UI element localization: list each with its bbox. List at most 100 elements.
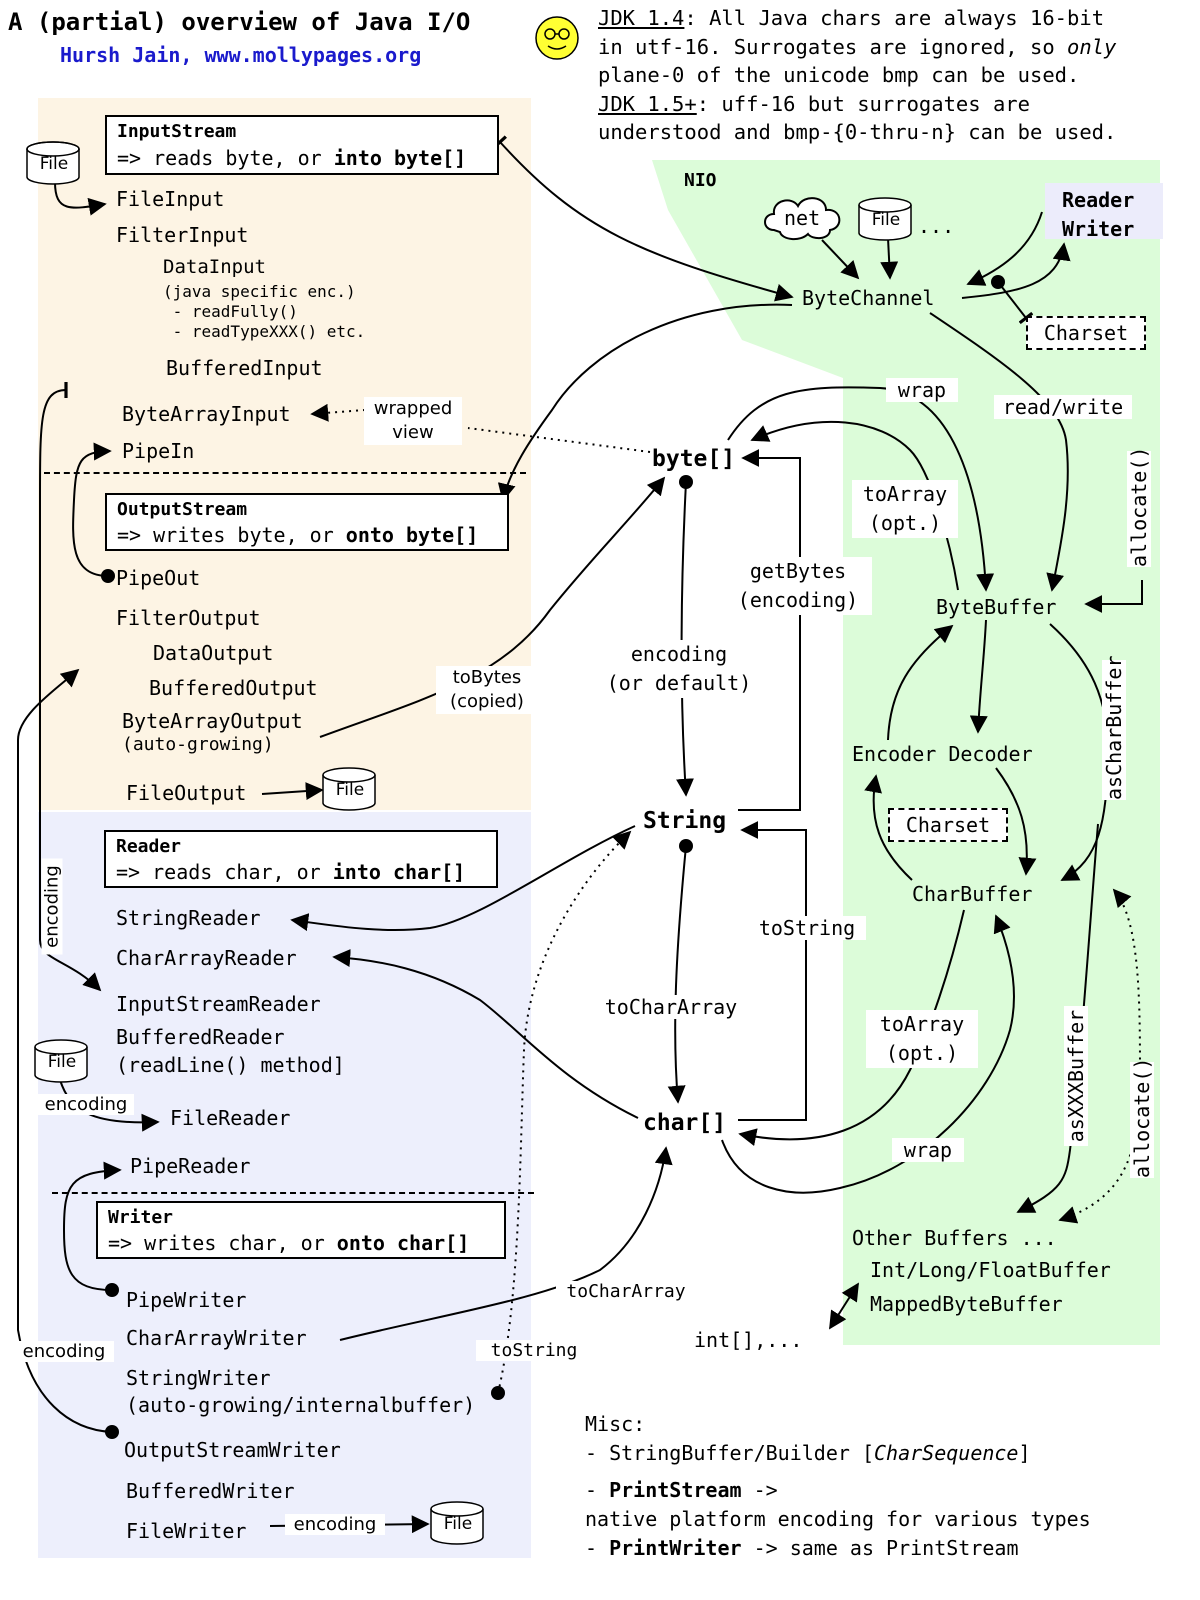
writer-title: Writer	[108, 1207, 174, 1228]
bufferedinput-label: BufferedInput	[166, 356, 323, 380]
fileoutput-label: FileOutput	[126, 781, 247, 805]
stringreader-label: StringReader	[116, 906, 261, 930]
bytechannel-node: ByteChannel	[802, 286, 935, 310]
filereader-label: FileReader	[170, 1106, 291, 1130]
string-node: String	[643, 808, 727, 834]
bytearrayoutput-note: (auto-growing)	[122, 734, 274, 755]
filewriter-encoding-label: encoding	[285, 1514, 385, 1535]
chararrayreader-label: CharArrayReader	[116, 946, 297, 970]
outputstreamwriter-encoding-label: encoding	[14, 1341, 114, 1362]
stringwriter-tostring-dotted	[491, 830, 632, 1400]
readwrite-label: read/write	[994, 395, 1132, 419]
tobytes-label: toBytes(copied)	[436, 666, 538, 714]
pipewriter-label: PipeWriter	[126, 1288, 247, 1312]
reader-desc: => reads char, or into char[]	[116, 860, 466, 884]
fileinput-label: FileInput	[116, 187, 225, 211]
pipein-label: PipeIn	[122, 439, 195, 463]
file-to-bytechannel-arrow	[880, 237, 899, 280]
page-title: A (partial) overview of Java I/O	[8, 8, 471, 36]
author-credit: Hursh Jain, www.mollypages.org	[60, 43, 422, 67]
char-tostring-arrow	[738, 821, 807, 1121]
mapped-byte-buffer-label: MappedByteBuffer	[870, 1292, 1063, 1316]
toarray-bottom-arrow	[738, 909, 965, 1146]
file-icon: File	[858, 196, 914, 242]
outputstream-title: OutputStream	[117, 499, 248, 520]
writer-desc: => writes char, or onto char[]	[108, 1231, 470, 1255]
dataoutput-label: DataOutput	[153, 641, 274, 665]
datainput-note: (java specific enc.) - readFully() - rea…	[163, 282, 366, 341]
decoder-to-charbuffer-arrow	[995, 767, 1037, 876]
pipereader-label: PipeReader	[130, 1154, 251, 1178]
net-cloud-icon	[764, 197, 841, 240]
net-to-bytechannel-arrow	[821, 239, 860, 280]
charbuffer-to-encoder-arrow	[864, 774, 913, 881]
misc-notes: Misc: - StringBuffer/Builder [CharSequen…	[585, 1412, 1091, 1560]
charset-link-line	[991, 275, 1034, 325]
nio-ellipsis: ...	[918, 214, 955, 238]
wrap-bottom-label: wrap	[892, 1138, 964, 1162]
char-array-node: char[]	[643, 1110, 727, 1136]
reader-writer-nio-bg	[1045, 183, 1163, 239]
toarray-bottom-label: toArray(opt.)	[866, 1010, 978, 1068]
int-array-link-arrow	[829, 1282, 859, 1330]
file-icon: File	[26, 140, 82, 186]
writer-box: Writer => writes char, or onto char[]	[96, 1201, 506, 1259]
bufferedoutput-label: BufferedOutput	[149, 676, 318, 700]
outputstream-box: OutputStream => writes byte, or onto byt…	[105, 493, 509, 551]
charset-mid-box: Charset	[888, 808, 1008, 842]
allocate-bottom-label: allocate()	[1130, 1057, 1154, 1178]
stream-separator	[44, 472, 526, 474]
bytebuffer-to-decoder-arrow	[969, 619, 988, 734]
bufferedreader-label: BufferedReader	[116, 1025, 285, 1049]
tostring-writer-label: toString	[476, 1340, 592, 1361]
other-buffers-node: Other Buffers ...	[852, 1226, 1057, 1250]
pipeout-label: PipeOut	[116, 566, 201, 590]
bytechannel-to-outputstream-arrow	[497, 303, 793, 502]
filteroutput-label: FilterOutput	[116, 606, 261, 630]
bytechannel-to-readerwriter-arrow	[961, 242, 1071, 299]
file-to-fileinput-arrow	[54, 181, 107, 216]
reader-title: Reader	[116, 836, 182, 857]
reader-box: Reader => reads char, or into char[]	[104, 830, 498, 888]
inputstream-box: InputStream => reads byte, or into byte[…	[105, 115, 499, 175]
wrap-top-label: wrap	[886, 378, 958, 402]
bytearrayoutput-label: ByteArrayOutput	[122, 709, 303, 733]
inputstreamreader-encoding-label: encoding	[41, 858, 63, 955]
stringwriter-label: StringWriter	[126, 1366, 271, 1390]
getbytes-label: getBytes(encoding)	[724, 557, 872, 615]
readerwriter-to-bytechannel-arrow	[966, 211, 1043, 286]
tostring-center-label: toString	[748, 916, 866, 940]
fileoutput-to-file-arrow	[261, 782, 324, 801]
file-icon: File	[430, 1500, 486, 1546]
reader-writer-separator	[52, 1192, 534, 1194]
file-icon: File	[34, 1038, 90, 1084]
net-label: net	[784, 206, 821, 230]
bytearrayinput-label: ByteArrayInput	[122, 402, 291, 426]
tochararray-center-label: toCharArray	[594, 995, 748, 1019]
filereader-encoding-label: encoding	[38, 1094, 134, 1115]
toarray-top-label: toArray(opt.)	[852, 480, 958, 538]
nio-title: NIO	[684, 170, 717, 191]
outputstream-desc: => writes byte, or onto byte[]	[117, 523, 479, 547]
filterinput-label: FilterInput	[116, 223, 249, 247]
filewriter-label: FileWriter	[126, 1519, 247, 1543]
chararraywriter-label: CharArrayWriter	[126, 1326, 307, 1350]
int-array-label: int[],...	[694, 1328, 803, 1352]
int-long-float-buffer-label: Int/Long/FloatBuffer	[870, 1258, 1111, 1282]
ascharbuffer-arrow	[1049, 623, 1110, 881]
allocate-top-arrow	[1084, 580, 1143, 613]
pipe-reader-writer-arrow	[62, 1161, 122, 1297]
encoder-decoder-node: Encoder Decoder	[852, 742, 1033, 766]
tochararray-writer-label: toCharArray	[556, 1281, 696, 1302]
jdk-note: JDK 1.4: All Java chars are always 16-bi…	[598, 6, 1117, 144]
inputstream-to-bytechannel-arrow	[493, 135, 794, 302]
outputstreamwriter-encoding-line	[17, 668, 119, 1439]
charbuffer-node: CharBuffer	[912, 882, 1033, 906]
bytebuffer-node: ByteBuffer	[936, 595, 1057, 619]
outputstreamwriter-label: OutputStreamWriter	[124, 1438, 341, 1462]
allocate-top-label: allocate()	[1127, 446, 1151, 567]
file-icon: File	[322, 766, 378, 812]
